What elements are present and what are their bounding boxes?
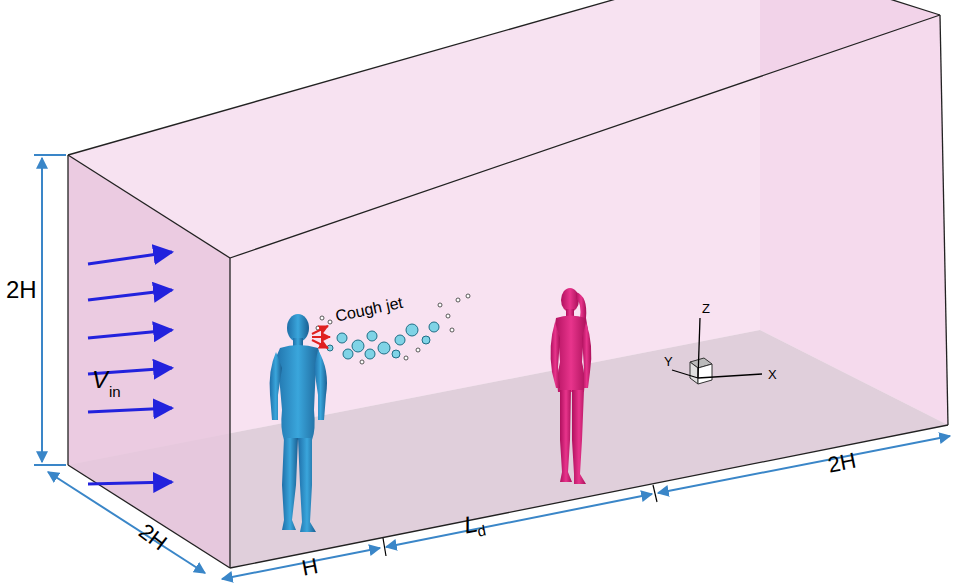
velocity-symbol: V	[92, 368, 108, 392]
cough-droplets	[327, 322, 439, 359]
axis-label: Z	[702, 302, 710, 315]
box-edges	[68, 0, 948, 568]
inlet-arrows	[88, 252, 172, 484]
velocity-subscript: in	[109, 384, 121, 399]
inlet-wall	[68, 155, 230, 568]
dimension-subscript: d	[476, 522, 487, 538]
receiver-figure	[551, 288, 592, 484]
small-droplets	[316, 294, 470, 364]
dimension-label: 2H	[6, 278, 37, 302]
dimension-ticks	[383, 485, 657, 556]
cougher-figure	[270, 314, 327, 532]
front-wall	[230, 15, 948, 568]
axis-label: Y	[664, 355, 673, 368]
dimension-lines	[34, 155, 950, 579]
axis-label: X	[768, 368, 777, 381]
axes-symbol	[672, 318, 762, 384]
dimension-label: 2H	[826, 450, 858, 477]
cough-arrows	[312, 326, 330, 348]
dimension-label: H	[300, 555, 320, 580]
